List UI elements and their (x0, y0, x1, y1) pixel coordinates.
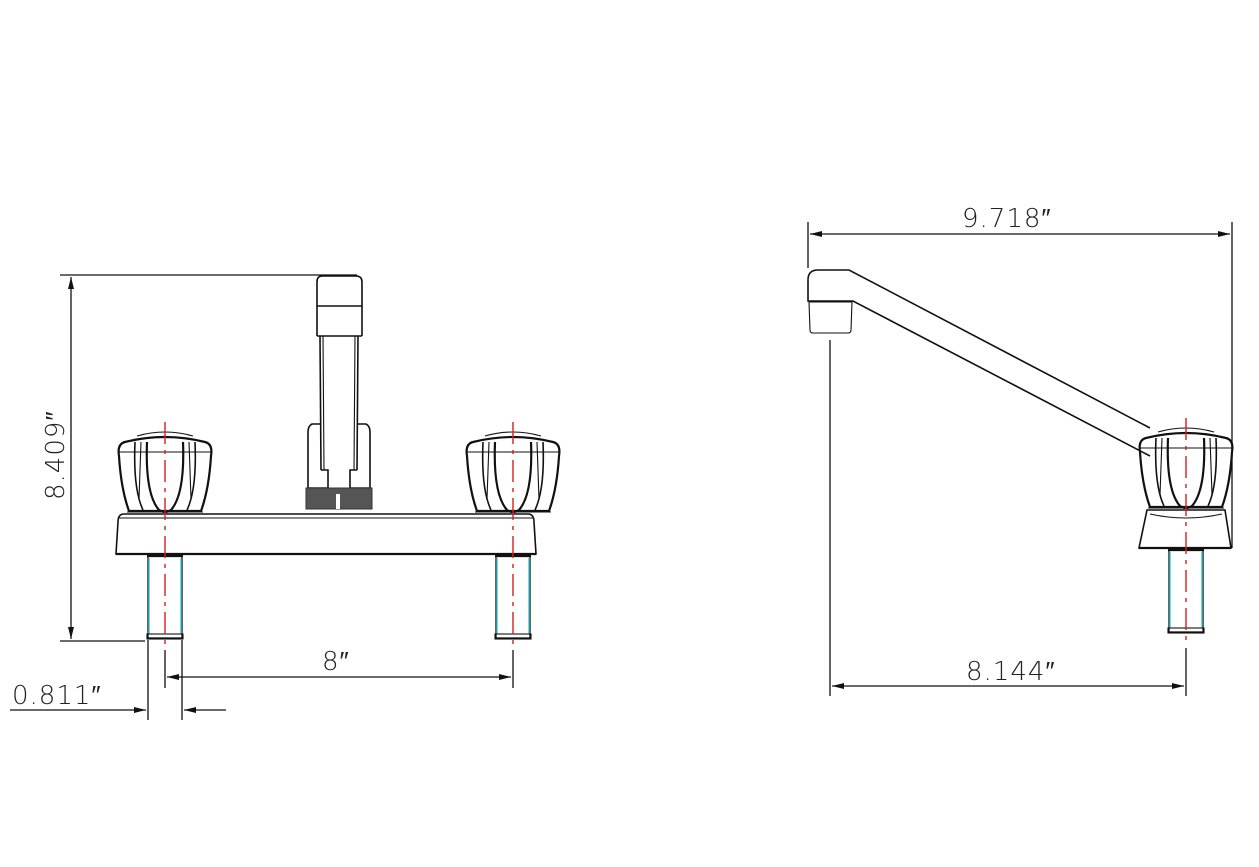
spout-side (807, 269, 1151, 457)
side-view: 9.718″ 8.144″ (807, 204, 1234, 696)
dimension-spout-to-handle: 8.144″ (829, 340, 1187, 696)
stem-diameter-label: 0.811″ (12, 681, 102, 711)
spout-front (305, 275, 373, 510)
dimension-overall-height: 8.409″ (41, 274, 357, 642)
spout-to-handle-label: 8.144″ (966, 657, 1056, 687)
dimension-stem-diameter: 0.811″ (10, 640, 226, 720)
spout-reach-label: 9.718″ (962, 204, 1052, 234)
deck-plate-front (115, 513, 537, 556)
front-view: 8.409″ 8″ 0.811″ (10, 274, 561, 720)
dimension-handle-spacing: 8″ (164, 647, 514, 688)
handle-spacing-label: 8″ (322, 647, 350, 677)
side-handle (1138, 426, 1234, 550)
dimension-spout-reach: 9.718″ (807, 204, 1233, 548)
overall-height-label: 8.409″ (41, 410, 71, 500)
